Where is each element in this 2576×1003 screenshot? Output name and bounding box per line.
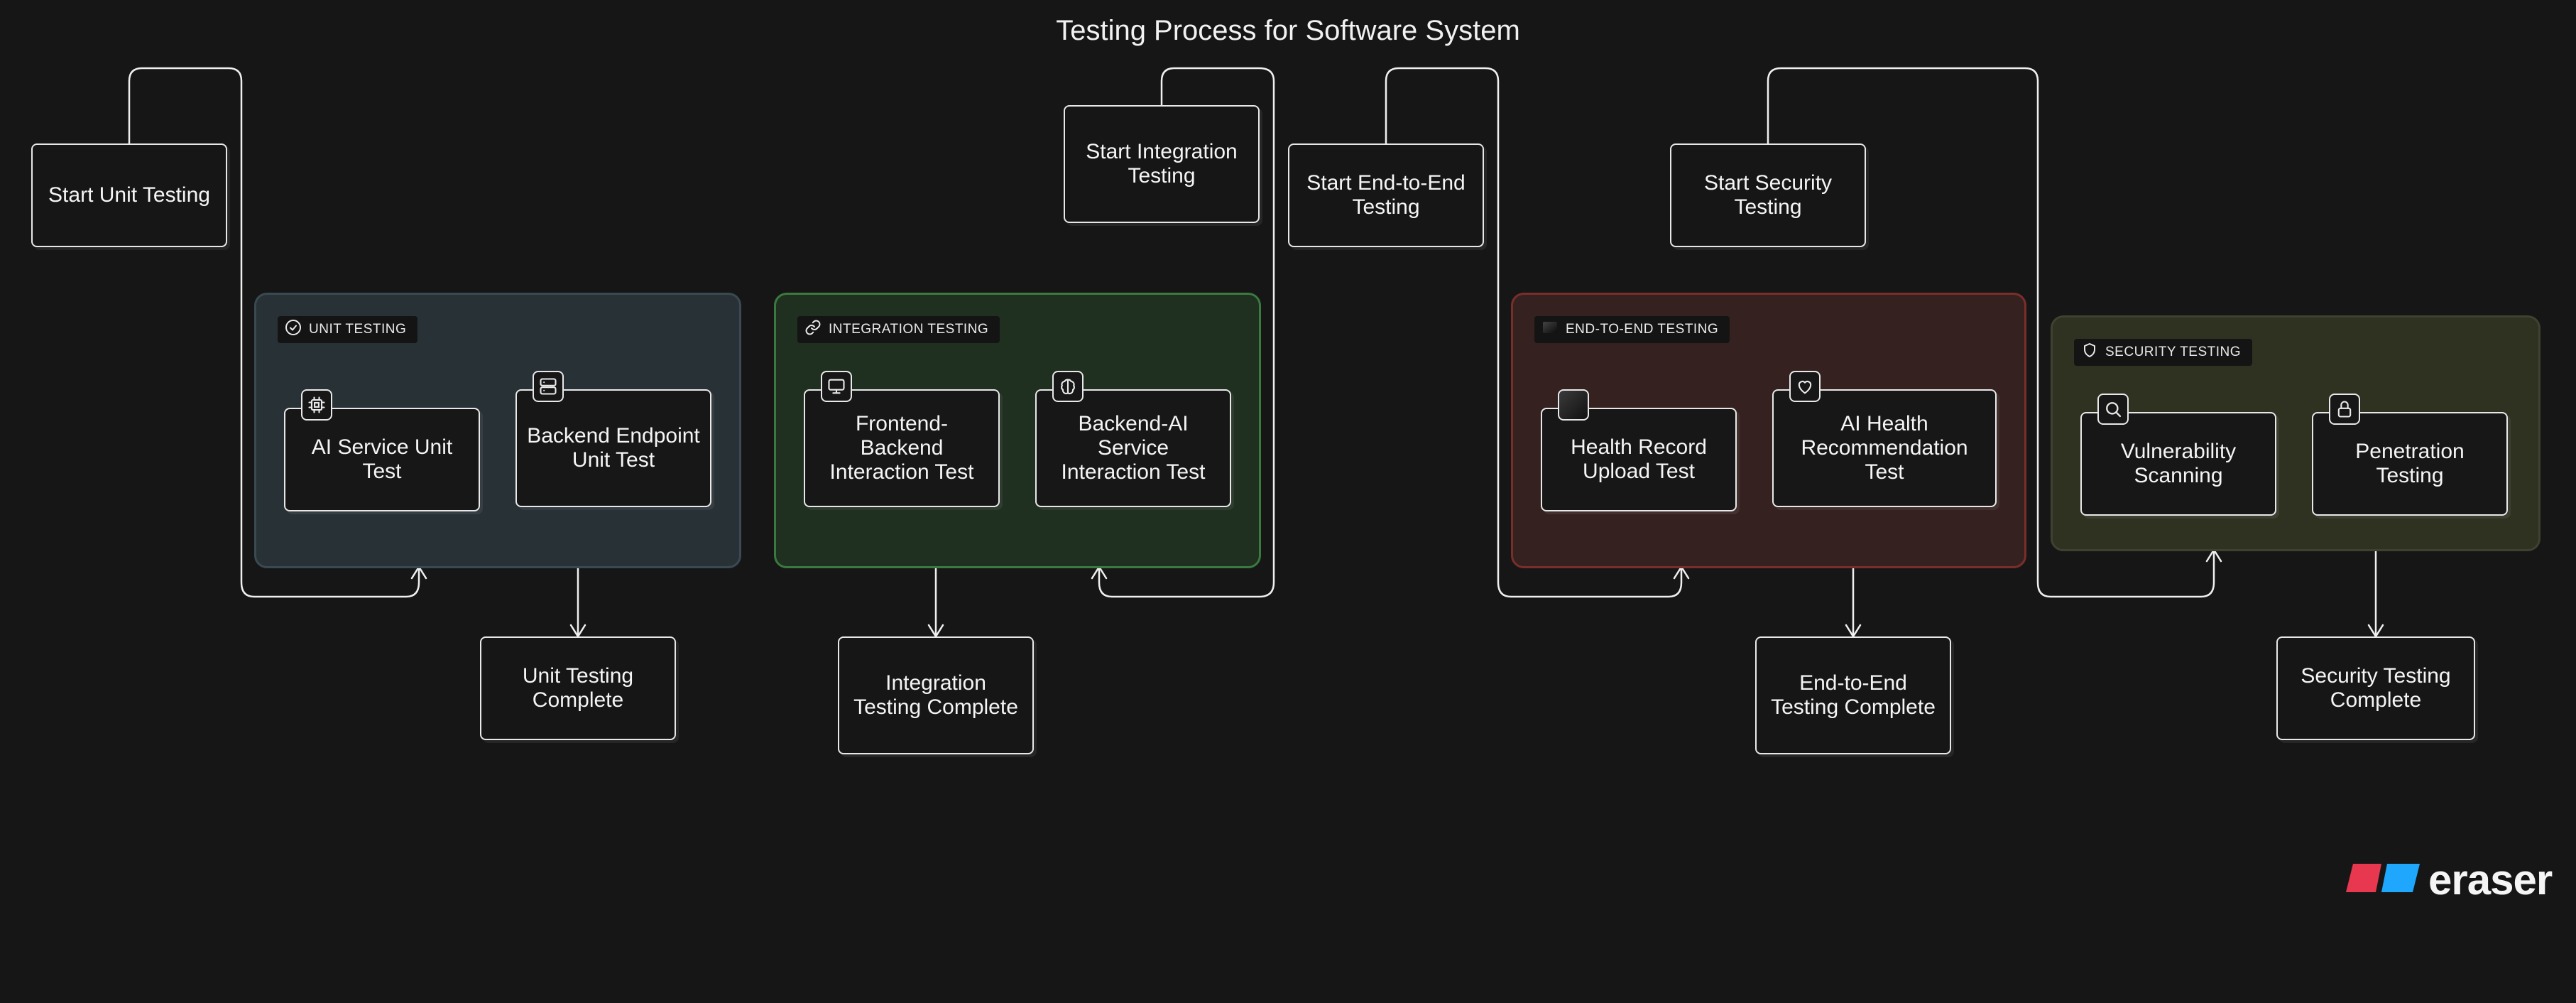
node-label: AI Service Unit Test (311, 435, 453, 483)
connector-start-integration (1098, 67, 1275, 598)
node-start-integration-testing[interactable]: Start Integration Testing (1064, 105, 1260, 223)
node-unit-testing-complete[interactable]: Unit Testing Complete (480, 636, 676, 740)
lock-icon (2329, 394, 2360, 425)
node-integration-testing-complete[interactable]: Integration Testing Complete (838, 636, 1034, 754)
node-label: Penetration Testing (2355, 440, 2465, 487)
node-label: AI Health Recommendation Test (1801, 412, 1968, 484)
heart-icon (1789, 371, 1821, 402)
node-start-end-to-end-testing[interactable]: Start End-to-End Testing (1288, 143, 1484, 247)
group-label-text: UNIT TESTING (309, 322, 407, 337)
node-label: Backend Endpoint Unit Test (527, 424, 700, 472)
link-icon (804, 319, 822, 340)
node-ai-health-recommendation-test[interactable]: AI Health Recommendation Test (1772, 371, 1997, 507)
search-icon (2097, 394, 2129, 425)
group-label-end-to-end-testing: END-TO-END TESTING (1534, 316, 1730, 343)
node-label: Backend-AI Service Interaction Test (1061, 412, 1206, 484)
node-label: Security Testing Complete (2301, 664, 2451, 712)
node-label: Start Security Testing (1703, 171, 1833, 219)
node-ai-service-unit-test[interactable]: AI Service Unit Test (284, 389, 480, 511)
connector-start-security (1767, 67, 2215, 598)
node-label: Unit Testing Complete (522, 664, 634, 712)
gradient-square-icon (1541, 319, 1559, 340)
gradient-square-icon (1558, 389, 1589, 421)
eraser-logo: eraser (2343, 856, 2553, 904)
node-label: Start Unit Testing (48, 183, 210, 207)
eraser-logo-mark (2343, 861, 2423, 899)
node-label: Integration Testing Complete (853, 671, 1018, 719)
node-label: End-to-End Testing Complete (1771, 671, 1936, 719)
connector-start-unit (128, 67, 420, 598)
node-vulnerability-scanning[interactable]: Vulnerability Scanning (2080, 394, 2276, 516)
group-label-text: SECURITY TESTING (2105, 345, 2241, 359)
node-backend-endpoint-unit-test[interactable]: Backend Endpoint Unit Test (515, 371, 711, 507)
connector-start-e2e (1385, 67, 1683, 598)
brain-icon (1052, 371, 1084, 402)
node-start-unit-testing[interactable]: Start Unit Testing (31, 143, 227, 247)
node-end-to-end-testing-complete[interactable]: End-to-End Testing Complete (1755, 636, 1951, 754)
node-frontend-backend-interaction-test[interactable]: Frontend-Backend Interaction Test (804, 371, 1000, 507)
node-start-security-testing[interactable]: Start Security Testing (1670, 143, 1866, 247)
check-circle-icon (285, 319, 302, 340)
cpu-icon (301, 389, 332, 421)
node-label: Vulnerability Scanning (2120, 440, 2237, 487)
group-label-integration-testing: INTEGRATION TESTING (797, 316, 1000, 343)
group-label-unit-testing: UNIT TESTING (278, 316, 418, 343)
monitor-icon (821, 371, 852, 402)
node-penetration-testing[interactable]: Penetration Testing (2312, 394, 2508, 516)
server-icon (533, 371, 564, 402)
node-health-record-upload-test[interactable]: Health Record Upload Test (1541, 389, 1737, 511)
group-label-security-testing: SECURITY TESTING (2074, 339, 2252, 366)
node-security-testing-complete[interactable]: Security Testing Complete (2276, 636, 2475, 740)
eraser-logo-text: eraser (2428, 855, 2553, 904)
group-label-text: END-TO-END TESTING (1566, 322, 1719, 337)
node-backend-ai-service-interaction-test[interactable]: Backend-AI Service Interaction Test (1035, 371, 1231, 507)
node-label: Frontend-Backend Interaction Test (829, 412, 974, 484)
node-label: Start End-to-End Testing (1306, 171, 1466, 219)
shield-icon (2081, 342, 2098, 363)
node-label: Start Integration Testing (1086, 140, 1238, 188)
group-label-text: INTEGRATION TESTING (829, 322, 989, 337)
diagram-title: Testing Process for Software System (1056, 15, 1520, 46)
node-label: Health Record Upload Test (1571, 435, 1707, 483)
group-integration-testing: INTEGRATION TESTING (774, 293, 1261, 568)
